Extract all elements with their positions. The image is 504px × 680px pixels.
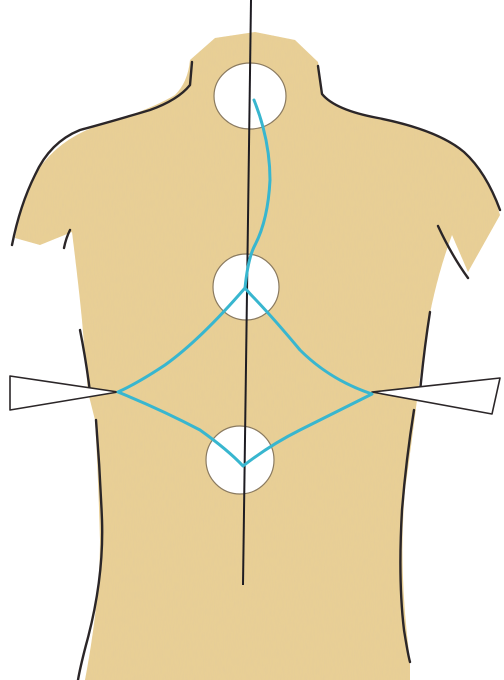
lower-landmark-marker	[206, 426, 274, 494]
torso-texture	[15, 32, 500, 680]
